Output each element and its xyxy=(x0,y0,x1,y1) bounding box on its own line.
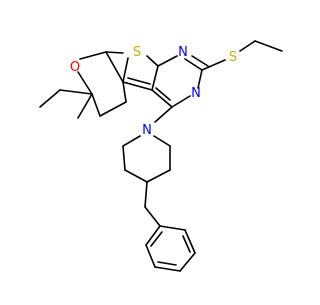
bond xyxy=(179,252,196,272)
bond xyxy=(153,135,171,147)
bond xyxy=(127,77,151,85)
bond xyxy=(105,51,124,54)
bond xyxy=(77,93,93,119)
bond-lines xyxy=(39,40,283,272)
bond xyxy=(99,101,127,117)
bond xyxy=(79,51,107,60)
bond xyxy=(239,40,256,52)
bond xyxy=(145,244,156,268)
bond xyxy=(201,59,226,71)
bond xyxy=(191,55,209,67)
bond xyxy=(157,55,178,67)
bond xyxy=(39,89,61,108)
bond xyxy=(122,81,153,91)
bond xyxy=(146,169,171,183)
atom-labels: S S O N N N xyxy=(70,45,237,138)
bond xyxy=(157,261,177,266)
bond xyxy=(182,235,191,253)
bond xyxy=(144,206,161,227)
bond xyxy=(122,135,141,147)
atom-label-nitrogen-right: N xyxy=(191,86,201,101)
bond xyxy=(150,231,163,247)
bond xyxy=(122,81,127,103)
bond xyxy=(124,169,148,183)
molecule-canvas: S S O N N N xyxy=(39,40,283,272)
bond xyxy=(59,89,93,95)
atom-label-oxygen: O xyxy=(70,60,80,75)
bond xyxy=(197,69,203,89)
bond xyxy=(184,229,196,254)
atom-label-sulfur-thioether: S xyxy=(229,50,237,65)
bond xyxy=(254,40,283,52)
bond xyxy=(184,58,203,71)
atom-label-sulfur-ring: S xyxy=(133,45,141,60)
bond xyxy=(144,181,148,208)
bond xyxy=(122,145,126,171)
atom-label-nitrogen-piperidine: N xyxy=(142,123,152,138)
bond xyxy=(155,87,171,101)
atom-label-nitrogen-top: N xyxy=(178,45,188,60)
bond xyxy=(145,225,161,246)
bond xyxy=(151,89,173,108)
bond xyxy=(122,57,129,83)
bond xyxy=(171,95,191,108)
bond xyxy=(146,55,159,67)
bond xyxy=(159,225,186,231)
bond xyxy=(77,71,93,95)
bond xyxy=(154,106,173,123)
bond xyxy=(151,65,159,91)
bond xyxy=(154,266,181,272)
molecule-structure: S S O N N N xyxy=(39,40,283,272)
bond xyxy=(91,93,101,117)
bond xyxy=(105,51,124,83)
